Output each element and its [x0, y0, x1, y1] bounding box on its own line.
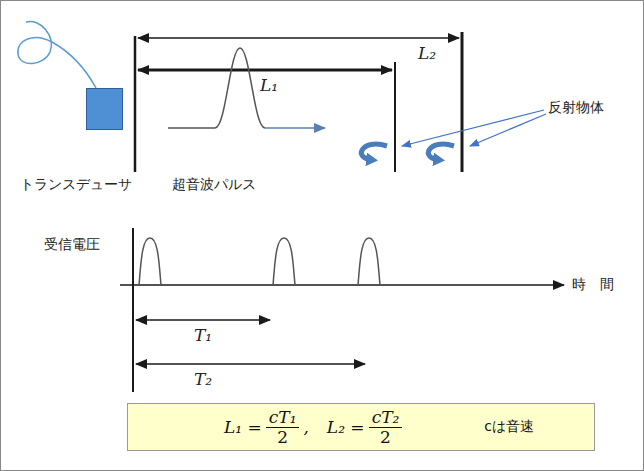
reflection-arrow	[361, 144, 387, 160]
numerator: cT₂	[369, 408, 403, 427]
interval-t2	[136, 363, 365, 365]
formula-text: ,	[303, 417, 308, 437]
dimension-l2	[138, 37, 459, 39]
dimension-label: L₁	[260, 76, 278, 96]
interval-label: T₂	[194, 370, 212, 390]
leader-line	[402, 110, 544, 146]
vertical-axis	[132, 228, 134, 392]
reflector-2	[461, 32, 464, 172]
axis-label: 受信電圧	[44, 236, 100, 252]
reflection-arrow	[428, 144, 454, 160]
formula-text: L₁ =	[224, 417, 262, 437]
formula-text: L₂ =	[327, 417, 365, 437]
dimension-l1	[138, 69, 392, 72]
fraction: cT₁2	[266, 408, 300, 446]
callout-label: 反射物体	[548, 99, 604, 115]
transducer-label: トランスデューサ	[20, 176, 132, 192]
leader-line	[470, 114, 546, 146]
formula-box: L₁ =cT₁2,L₂ =cT₂2cは音速	[127, 403, 595, 451]
echo-pulse	[273, 238, 295, 285]
dimension-label: L₂	[418, 44, 436, 64]
transducer-body	[86, 88, 123, 130]
note: cは音速	[444, 418, 534, 436]
denominator: 2	[266, 427, 300, 447]
transducer: トランスデューサ	[20, 88, 132, 192]
cable	[18, 21, 96, 88]
echo-pulse	[358, 238, 380, 285]
denominator: 2	[369, 427, 403, 447]
numerator: cT₁	[266, 408, 300, 427]
time-axis	[120, 284, 564, 286]
ultrasonic-pulse	[215, 48, 265, 128]
start-line	[134, 36, 137, 172]
fraction: cT₂2	[369, 408, 403, 446]
reflector-1	[394, 62, 396, 172]
axis-label: 時 間	[572, 276, 614, 292]
interval-t1	[136, 319, 270, 321]
pulse-base	[168, 127, 215, 129]
pulse-direction	[265, 127, 325, 129]
interval-label: T₁	[194, 326, 212, 346]
echo-pulse	[139, 238, 161, 285]
pulse-label: 超音波パルス	[172, 176, 256, 192]
